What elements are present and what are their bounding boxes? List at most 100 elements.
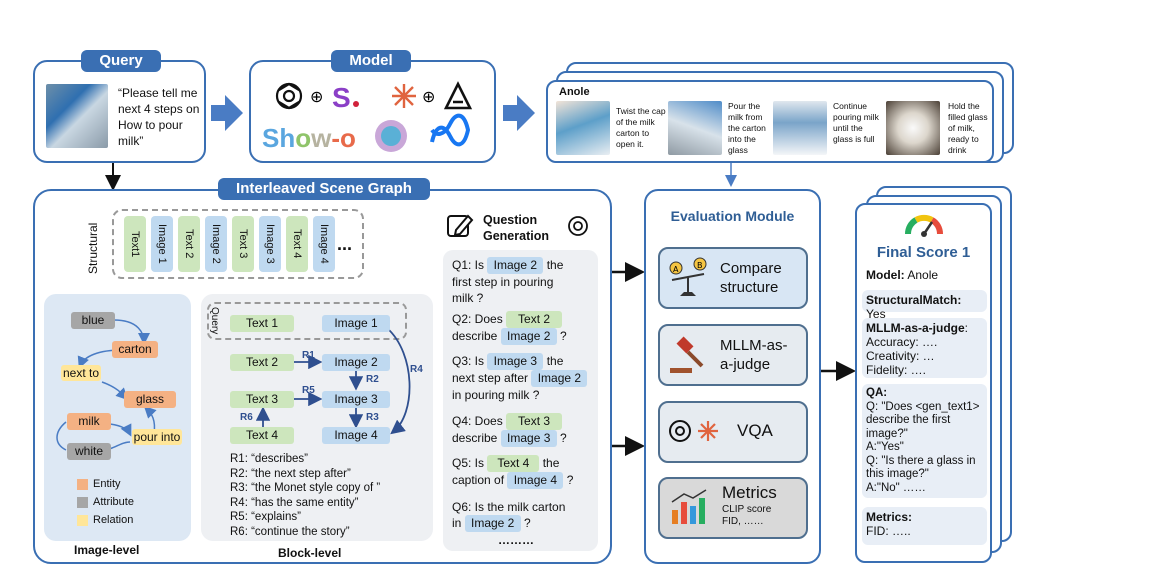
final-qa-section: QA: Q: "Does <gen_text1> describe the fi…	[862, 384, 987, 498]
mllm-judge-box	[658, 324, 808, 386]
final-metrics-section: Metrics: FID: …..	[862, 507, 987, 545]
step-text-4: Hold the filled glass of milk, ready to …	[948, 101, 988, 155]
edge-r4: R4	[410, 364, 423, 375]
claude-icon	[392, 84, 416, 108]
query-dashed-box	[207, 302, 407, 340]
query-header: Query	[81, 50, 161, 72]
step-image-1	[556, 101, 610, 155]
step-image-4	[886, 101, 940, 155]
relation-r3: R3: “the Monet style copy of ”	[230, 482, 381, 494]
svg-text:B: B	[697, 261, 703, 270]
edge-r6: R6	[240, 412, 253, 423]
metrics-sub: CLIP score FID, ……	[722, 504, 772, 527]
structural-text-4: Text 4	[286, 216, 308, 272]
relation-r4: R4: “has the same entity”	[230, 496, 359, 509]
plus-icon: ⊕	[310, 87, 323, 106]
vqa-label: VQA	[737, 421, 773, 440]
model-to-output-arrow	[503, 95, 535, 131]
structural-ellipsis: ...	[337, 234, 353, 254]
output-model-name: Anole	[559, 86, 590, 98]
question-list: Q1: Is Image 2 the first step in pouring…	[452, 257, 598, 548]
structural-text-2: Text 2	[178, 216, 200, 272]
gauge-icon	[904, 214, 944, 237]
final-model-row: Model: Anole	[866, 268, 939, 282]
block-text-3: Text 3	[230, 391, 294, 408]
block-level-edges	[255, 327, 411, 435]
query-to-model-arrow	[211, 95, 243, 131]
image-level-caption: Image-level	[74, 543, 140, 557]
step-text-2: Pour the milk from the carton into the g…	[728, 101, 766, 155]
question-generation-title: Question Generation	[483, 213, 549, 243]
legend-entity-swatch	[77, 479, 88, 490]
legend-entity-label: Entity	[93, 478, 121, 490]
step-text-1: Twist the cap of the milk carton to open…	[616, 106, 666, 149]
step-text-3: Continue pouring milk until the glass is…	[833, 101, 879, 144]
compare-structure-label: Compare structure	[720, 260, 782, 296]
final-title: Final Score 1	[876, 244, 971, 261]
node-carton: carton	[112, 341, 158, 358]
edge-r5: R5	[302, 385, 315, 396]
pencil-icon	[447, 214, 474, 237]
block-image-4: Image 4	[322, 427, 390, 444]
structural-dashed-box	[112, 209, 364, 279]
structural-image-2: Image 2	[205, 216, 227, 272]
svg-text:A: A	[673, 265, 679, 274]
step-image-3	[773, 101, 827, 155]
relation-r2: R2: “the next step after”	[230, 467, 351, 480]
block-image-1: Image 1	[322, 315, 390, 332]
mllm-judge-label: MLLM-as-a-judge	[720, 337, 788, 373]
node-pour-into: pour into	[132, 429, 182, 445]
openai-icon-qg	[568, 216, 588, 236]
openai-icon	[275, 82, 303, 110]
question-box	[443, 250, 598, 551]
q3: Q3: Is Image 3 the next step after Image…	[452, 353, 598, 413]
query-prompt: “Please tell me next 4 steps on How to p…	[118, 86, 200, 148]
final-panel	[855, 203, 992, 563]
q4: Q4: Does Text 3 describe Image 3 ?	[452, 413, 567, 447]
q6: Q6: Is the milk carton in Image 2 ?	[452, 500, 566, 532]
block-text-1: Text 1	[230, 315, 294, 332]
meta-icon	[430, 113, 471, 147]
structural-image-4: Image 4	[313, 216, 335, 272]
relations-list: R1: “describes” R2: “the next step after…	[230, 452, 380, 539]
q1: Q1: Is Image 2 the first step in pouring…	[452, 257, 564, 305]
relation-r5: R5: “explains”	[230, 511, 301, 523]
balance-scale-icon: A B	[669, 257, 707, 296]
block-query-tag: Query	[209, 307, 220, 335]
step-image-2	[668, 101, 722, 155]
q1-chip: Image 2	[487, 257, 544, 274]
final-judge-section: MLLM-as-a-judge: Accuracy: …. Creativity…	[862, 318, 987, 378]
block-text-4: Text 4	[230, 427, 294, 444]
svg-text:S: S	[332, 82, 351, 113]
question-dots: ………	[498, 533, 534, 547]
legend-attribute-label: Attribute	[93, 496, 134, 508]
edge-r3: R3	[366, 412, 379, 423]
edge-r2: R2	[366, 374, 379, 385]
model-logos: ⊕ S ⊕ Show-o	[262, 81, 473, 153]
block-image-2: Image 2	[322, 354, 390, 371]
node-blue: blue	[71, 312, 115, 329]
edge-r1: R1	[302, 350, 315, 361]
vqa-icons	[669, 420, 718, 442]
model-panel	[249, 60, 496, 163]
model-header: Model	[331, 50, 411, 72]
milk-carton-photo	[46, 84, 108, 148]
relation-r1: R1: “describes”	[230, 453, 308, 465]
structural-image-3: Image 3	[259, 216, 281, 272]
show-o-logo: Show-o	[262, 123, 356, 153]
node-glass: glass	[124, 391, 176, 408]
node-next-to: next to	[61, 365, 101, 381]
plus-icon-2: ⊕	[422, 87, 435, 106]
block-image-3: Image 3	[322, 391, 390, 408]
legend-relation-label: Relation	[93, 514, 134, 526]
final-structural-section: StructuralMatch: Yes	[862, 290, 987, 321]
structural-text-1: Text1	[124, 216, 146, 272]
q5: Q5: Is Text 4 the caption of Image 4 ?	[452, 455, 574, 489]
structural-label: Structural	[86, 222, 100, 274]
relation-r6: R6: “continue the story”	[230, 525, 350, 538]
bar-chart-icon	[671, 489, 707, 524]
structural-text-3: Text 3	[232, 216, 254, 272]
evaluation-title: Evaluation Module	[670, 208, 795, 224]
legend-relation-swatch	[77, 515, 88, 526]
